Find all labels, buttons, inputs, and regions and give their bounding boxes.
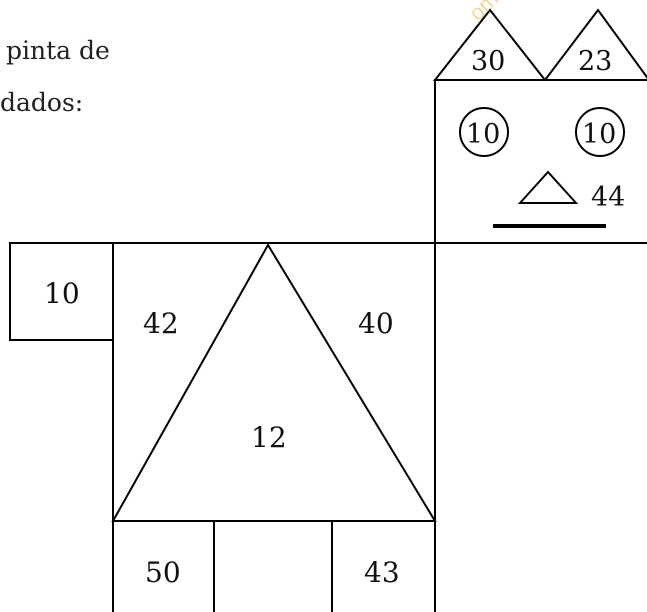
left-small-square [9, 242, 114, 341]
label-nose: 44 [591, 182, 625, 213]
head-square [434, 79, 647, 244]
right-eye-circle [575, 107, 625, 157]
label-ear-left: 30 [471, 46, 505, 77]
label-eye-right: 10 [582, 119, 616, 150]
body-triangle [111, 243, 437, 522]
left-eye-circle [459, 107, 509, 157]
label-leg-right: 43 [364, 556, 400, 589]
label-body-right: 40 [358, 307, 394, 340]
right-ear-triangle [542, 8, 647, 81]
left-ear-triangle [432, 8, 548, 81]
label-triangle: 12 [251, 421, 287, 454]
body-square [112, 242, 436, 522]
label-left-square: 10 [44, 277, 80, 310]
leg-middle [213, 520, 333, 612]
label-ear-right: 23 [578, 46, 612, 77]
nose-triangle [517, 170, 579, 204]
label-leg-left: 50 [145, 556, 181, 589]
instruction-line-1: pinta de [6, 36, 110, 65]
instruction-line-2: dados: [0, 88, 84, 117]
label-body-left: 42 [143, 307, 179, 340]
leg-right [331, 520, 436, 612]
watermark-text: om [464, 0, 503, 26]
label-eye-left: 10 [466, 119, 500, 150]
